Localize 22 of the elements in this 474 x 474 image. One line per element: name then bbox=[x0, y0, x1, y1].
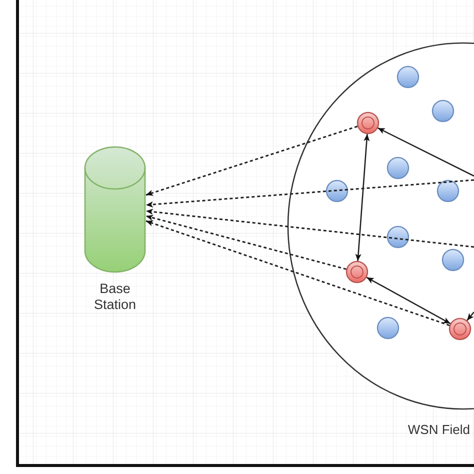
node-circle bbox=[325, 179, 349, 203]
node-label: Base Station bbox=[92, 281, 138, 313]
dashed-arrow bbox=[146, 208, 474, 248]
double-headed-arrow bbox=[355, 134, 370, 261]
ringed-node-circle bbox=[448, 317, 472, 341]
ringed-node-circle bbox=[345, 260, 369, 284]
field-label: WSN Field bbox=[408, 422, 470, 438]
node-circle bbox=[396, 65, 420, 89]
arrow bbox=[378, 127, 474, 177]
double-headed-arrow bbox=[366, 276, 451, 324]
node-circle bbox=[386, 225, 410, 249]
node-circle bbox=[431, 99, 455, 123]
node-circle bbox=[441, 248, 465, 272]
ringed-node-circle bbox=[356, 111, 380, 135]
node-circle bbox=[436, 179, 460, 203]
dashed-arrow bbox=[146, 214, 346, 270]
node-circle bbox=[386, 156, 410, 180]
dashed-arrow bbox=[146, 126, 358, 196]
dashed-arrow bbox=[146, 220, 450, 326]
node-circle bbox=[376, 316, 400, 340]
dashed-arrow bbox=[146, 179, 474, 208]
arrow bbox=[466, 312, 474, 321]
